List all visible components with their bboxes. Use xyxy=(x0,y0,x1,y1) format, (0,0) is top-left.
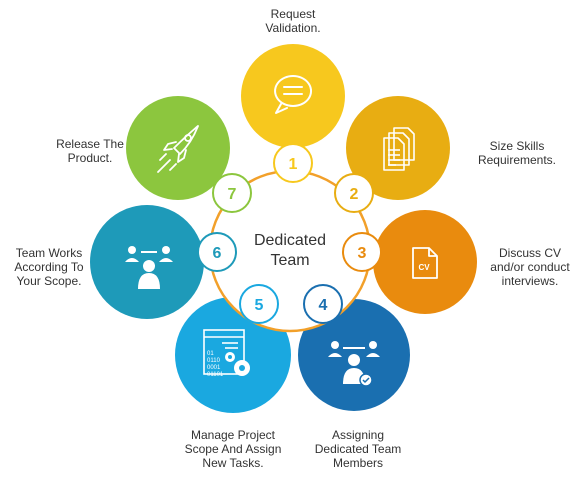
step-3-circle xyxy=(373,210,477,314)
step-5-label-line-1: Manage Project xyxy=(190,428,276,442)
badge-2-number: 2 xyxy=(350,186,359,203)
step-3-label-line-1: Discuss CV xyxy=(498,246,561,260)
documents-icon xyxy=(383,127,415,171)
step-7-label: Release The Product. xyxy=(40,137,140,165)
step-6-label-line-1: Team Works xyxy=(15,246,83,260)
step-6-label: Team Works According To Your Scope. xyxy=(4,246,94,288)
step-1-label-line-2: Validation. xyxy=(265,21,321,35)
cv-icon-text: CV xyxy=(418,263,430,272)
step-2-label: Size Skills Requirements. xyxy=(462,139,572,167)
badge-6-number: 6 xyxy=(213,245,222,262)
binary-line-4: 01101 xyxy=(207,372,224,378)
step-5-label-line-2: Scope And Assign xyxy=(184,442,282,456)
step-4-label-line-3: Members xyxy=(332,456,383,470)
step-3-label-line-3: interviews. xyxy=(501,274,559,288)
badge-4-number: 4 xyxy=(319,297,328,314)
badge-4: 4 xyxy=(303,284,343,324)
step-2-label-line-1: Size Skills xyxy=(489,139,545,153)
binary-line-3: 0001 xyxy=(207,365,221,371)
badge-7-number: 7 xyxy=(228,186,237,203)
cv-file-icon: CV xyxy=(412,247,438,279)
step-3-label-line-2: and/or conduct xyxy=(490,260,570,274)
step-5-label: Manage Project Scope And Assign New Task… xyxy=(178,428,288,470)
badge-7: 7 xyxy=(212,173,252,213)
step-4-label: Assigning Dedicated Team Members xyxy=(303,428,413,470)
chat-bubble-icon xyxy=(274,75,313,114)
step-3-label: Discuss CV and/or conduct interviews. xyxy=(480,246,580,288)
step-4-label-line-1: Assigning xyxy=(331,428,385,442)
badge-5: 5 xyxy=(239,284,279,324)
step-7-circle xyxy=(126,96,230,200)
badge-2: 2 xyxy=(334,173,374,213)
binary-line-2: 0110 xyxy=(207,358,221,364)
step-7-label-line-1: Release The xyxy=(56,137,124,151)
step-1-label: Request Validation. xyxy=(243,7,343,35)
step-4-label-line-2: Dedicated Team xyxy=(314,442,402,456)
step-1-label-line-1: Request xyxy=(270,7,316,21)
step-6-label-line-3: Your Scope. xyxy=(16,274,82,288)
rocket-icon xyxy=(157,125,199,173)
center-title-line2: Team xyxy=(270,252,309,269)
team-icon xyxy=(125,246,173,289)
step-5-label-line-3: New Tasks. xyxy=(202,456,264,470)
step-6-label-line-2: According To xyxy=(14,260,84,274)
badge-3: 3 xyxy=(342,232,382,272)
step-1-circle xyxy=(241,44,345,148)
badge-1: 1 xyxy=(273,143,313,183)
team-check-icon xyxy=(328,341,380,387)
step-2-label-line-2: Requirements. xyxy=(477,153,557,167)
badge-6: 6 xyxy=(197,232,237,272)
step-2-circle xyxy=(346,96,450,200)
step-7-label-line-2: Product. xyxy=(67,151,113,165)
center-title-line1: Dedicated xyxy=(254,232,326,249)
code-gears-icon: 01 0110 0001 01101 xyxy=(203,329,250,378)
badge-1-number: 1 xyxy=(289,156,298,173)
binary-line-1: 01 xyxy=(207,351,214,357)
badge-5-number: 5 xyxy=(255,297,264,314)
badge-3-number: 3 xyxy=(358,245,367,262)
